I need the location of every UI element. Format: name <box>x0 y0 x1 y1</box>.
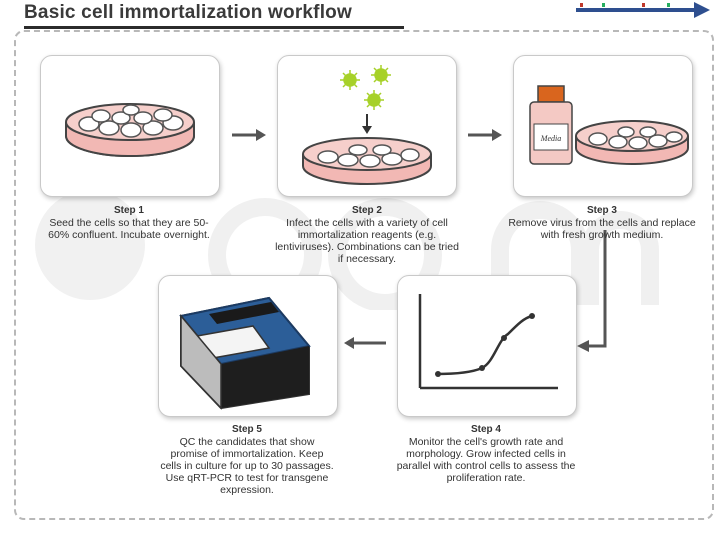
step-2-image <box>277 55 457 197</box>
step-4-text: Monitor the cell's growth rate and morph… <box>396 436 576 484</box>
flow-arrow-step3-to-step4 <box>577 230 607 352</box>
step-5-caption: Step 5 QC the candidates that show promi… <box>160 424 334 496</box>
media-bottle-icon: Media <box>529 85 573 165</box>
title-underline <box>24 26 404 29</box>
step-3-text: Remove virus from the cells and replace … <box>508 217 696 241</box>
step-5-image <box>158 275 338 417</box>
step-3-caption: Step 3 Remove virus from the cells and r… <box>505 205 699 241</box>
qc-instrument-icon <box>179 296 311 410</box>
growth-curve-icon <box>418 294 558 390</box>
flow-arrow-step1-to-step2 <box>232 129 266 141</box>
step-1-heading: Step 1 <box>113 205 144 216</box>
virus-icon <box>340 65 391 110</box>
step-1-image <box>40 55 220 197</box>
step-5-heading: Step 5 <box>231 424 262 435</box>
step-1-text: Seed the cells so that they are 50-60% c… <box>48 217 210 241</box>
decorative-arrow-icon <box>576 2 710 18</box>
flow-arrow-step2-to-step3 <box>468 129 502 141</box>
step-4-caption: Step 4 Monitor the cell's growth rate an… <box>392 424 580 484</box>
workflow-frame <box>14 30 714 520</box>
step-5-text: QC the candidates that show promise of i… <box>160 436 334 496</box>
flow-arrow-step4-to-step5 <box>344 337 386 349</box>
petri-dish-icon <box>65 103 195 157</box>
petri-dish-icon <box>575 120 689 165</box>
step-3-heading: Step 3 <box>586 205 617 216</box>
step-1-caption: Step 1 Seed the cells so that they are 5… <box>48 205 210 241</box>
step-2-heading: Step 2 <box>351 205 382 216</box>
bottle-label: Media <box>540 134 561 143</box>
step-4-heading: Step 4 <box>470 424 501 435</box>
step-4-image <box>397 275 577 417</box>
step-2-text: Infect the cells with a variety of cell … <box>275 217 459 265</box>
page-title: Basic cell immortalization workflow <box>24 2 352 23</box>
petri-dish-icon <box>302 137 432 185</box>
step-3-image: Media <box>513 55 693 197</box>
step-2-caption: Step 2 Infect the cells with a variety o… <box>272 205 462 265</box>
